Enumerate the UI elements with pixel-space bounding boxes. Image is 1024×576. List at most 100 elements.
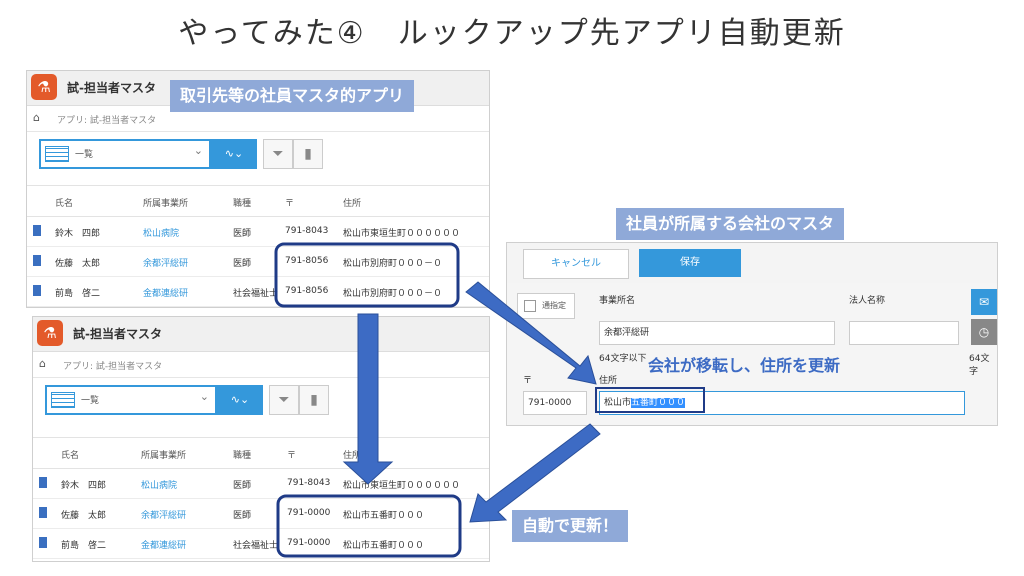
col-name: 氏名 [61,451,80,461]
bar-chart-icon: ▮ [310,392,318,408]
table-view-icon [51,392,75,408]
table-row[interactable]: 佐藤 太郎 余都泙総研 医師 791-8056 松山市別府町０００－０ [27,246,489,277]
col-office: 所属事業所 [141,451,187,461]
chevron-down-icon: ⌄ [199,390,209,403]
limit-note: 64文字以下 [599,354,647,364]
col-name: 氏名 [55,199,74,209]
save-button[interactable]: 保存 [639,249,741,277]
filter-button[interactable]: ⏷ [269,385,299,415]
col-address: 住所 [343,199,362,209]
record-icon[interactable] [33,255,41,266]
cell-job: 社会福祉士 [233,289,279,299]
cell-zip: 791-0000 [287,508,331,518]
cell-office[interactable]: 金都連総研 [143,289,189,299]
chart-button[interactable]: ▮ [293,139,323,169]
col-zip: 〒 [285,199,295,209]
cell-address: 松山市東垣生町００００００ [343,229,461,239]
breadcrumb-text[interactable]: アプリ: 試-担当者マスタ [63,362,163,372]
table-header: 氏名 所属事業所 職種 〒 住所 [27,185,489,217]
cell-zip: 791-0000 [287,538,331,548]
cell-zip: 791-8056 [285,286,329,296]
cell-address: 松山市別府町０００－０ [343,259,443,269]
office-name-input[interactable]: 余都泙総研 [599,321,835,345]
filter-button[interactable]: ⏷ [263,139,293,169]
cell-office[interactable]: 余都泙総研 [141,511,187,521]
record-icon[interactable] [33,285,41,296]
toolbar: 一覧 ⌄ ∿⌄ ⏷ ▮ [27,131,489,177]
record-icon[interactable] [39,477,47,488]
cell-office[interactable]: 松山病院 [141,481,178,491]
address-prefix: 松山市 [604,398,632,408]
cell-job: 医師 [233,259,252,269]
limit-note-right: 64文字 [969,354,990,377]
address-label: 住所 [599,376,618,386]
cell-address: 松山市五番町０００ [343,511,425,521]
callout-auto-updated: 自動で更新！ [512,510,629,542]
table-row[interactable]: 前島 啓二 金都連総研 社会福祉士 791-8056 松山市別府町０００－０ [27,276,489,307]
cell-office[interactable]: 松山病院 [143,229,180,239]
chart-button[interactable]: ▮ [299,385,329,415]
breadcrumb: ⌂ アプリ: 試-担当者マスタ [27,105,489,132]
breadcrumb-text[interactable]: アプリ: 試-担当者マスタ [57,116,157,126]
chat-icon[interactable]: ✉ [971,289,997,315]
corp-name-input[interactable] [849,321,959,345]
address-selection: 五番町０００ [631,398,686,408]
home-icon[interactable]: ⌂ [39,357,46,370]
graph-icon: ∿⌄ [224,147,244,160]
toolbar: 一覧 ⌄ ∿⌄ ⏷ ▮ [33,377,489,423]
callout-company-master: 社員が所属する会社のマスタ [616,208,845,240]
record-icon[interactable] [39,537,47,548]
view-select[interactable]: 一覧 ⌄ [39,139,211,169]
form-header: キャンセル 保存 [507,243,997,284]
cell-name: 佐藤 太郎 [55,259,101,269]
company-edit-form: キャンセル 保存 通指定 事業所名 余都泙総研 法人名称 64文字以下 64文字… [506,242,998,426]
chevron-down-icon: ⌄ [193,144,203,157]
app-header: ⚗ 試-担当者マスタ [33,317,489,352]
cell-address: 松山市五番町０００ [343,541,425,551]
designation-checkbox[interactable]: 通指定 [517,293,575,319]
view-select-label: 一覧 [81,396,100,406]
record-icon[interactable] [33,225,41,236]
cell-name: 前島 啓二 [55,289,101,299]
zip-input[interactable]: 791-0000 [523,391,587,415]
cell-job: 社会福祉士 [233,541,279,551]
col-job: 職種 [233,199,252,209]
bar-chart-icon: ▮ [304,146,312,162]
col-zip: 〒 [287,451,297,461]
cell-zip: 791-8043 [285,226,329,236]
home-icon[interactable]: ⌂ [33,111,40,124]
table-row[interactable]: 前島 啓二 金都連総研 社会福祉士 791-0000 松山市五番町０００ [33,528,489,559]
app-title: 試-担当者マスタ [73,327,162,341]
cancel-button[interactable]: キャンセル [523,249,629,279]
cell-zip: 791-8056 [285,256,329,266]
graph-button[interactable]: ∿⌄ [211,139,257,169]
table-row[interactable]: 鈴木 四郎 松山病院 医師 791-8043 松山市東垣生町００００００ [33,468,489,499]
table-view-icon [45,146,69,162]
cell-name: 鈴木 四郎 [61,481,107,491]
graph-button[interactable]: ∿⌄ [217,385,263,415]
table-row[interactable]: 鈴木 四郎 松山病院 医師 791-8043 松山市東垣生町００００００ [27,216,489,247]
cell-address: 松山市別府町０００－０ [343,289,443,299]
callout-top-app: 取引先等の社員マスタ的アプリ [170,80,415,112]
cell-office[interactable]: 金都連総研 [141,541,187,551]
cell-name: 鈴木 四郎 [55,229,101,239]
view-select[interactable]: 一覧 ⌄ [45,385,217,415]
callout-relocated: 会社が移転し、住所を更新 [648,356,841,375]
office-label: 事業所名 [599,296,636,306]
graph-icon: ∿⌄ [230,393,250,406]
checkbox-label: 通指定 [542,301,566,310]
cell-job: 医師 [233,511,252,521]
flask-icon[interactable]: ⚗ [37,320,63,346]
history-icon[interactable]: ◷ [971,319,997,345]
col-address: 住所 [343,451,362,461]
table-row[interactable]: 佐藤 太郎 余都泙総研 医師 791-0000 松山市五番町０００ [33,498,489,529]
view-select-label: 一覧 [75,150,94,160]
record-icon[interactable] [39,507,47,518]
app-title: 試-担当者マスタ [67,81,156,95]
cell-office[interactable]: 余都泙総研 [143,259,189,269]
address-input[interactable]: 松山市五番町０００ [599,391,965,415]
flask-icon[interactable]: ⚗ [31,74,57,100]
app-screenshot-after: ⚗ 試-担当者マスタ ⌂ アプリ: 試-担当者マスタ 一覧 ⌄ ∿⌄ ⏷ ▮ 氏… [32,316,490,562]
cell-job: 医師 [233,229,252,239]
checkbox-box[interactable] [524,300,536,312]
